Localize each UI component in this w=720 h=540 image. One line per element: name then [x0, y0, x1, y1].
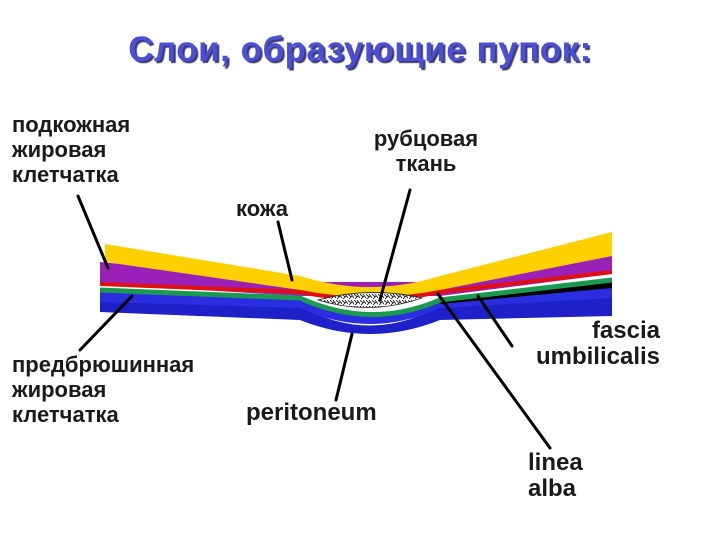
- label-linea-alba: linea alba: [528, 449, 583, 502]
- pointer-skin: [276, 220, 294, 282]
- preperitoneal-line: [99, 277, 613, 317]
- label-scar-tissue: рубцовая ткань: [373, 126, 479, 176]
- pointer-scar: [378, 188, 412, 302]
- label-subcutaneous-fat: подкожная жировая клетчатка: [12, 112, 131, 187]
- skin-layer: [105, 232, 612, 297]
- subcutaneous-fat-layer: [100, 250, 612, 296]
- pointer-linea-alba: [436, 292, 552, 450]
- pointer-fascia: [476, 294, 514, 348]
- label-peritoneum: peritoneum: [246, 399, 377, 426]
- pointer-peritoneum: [334, 332, 354, 402]
- label-fascia-umbilicalis: fascia umbilicalis: [535, 317, 660, 370]
- scar-tissue: [316, 292, 424, 308]
- pointer-subcutaneous-fat: [76, 194, 110, 270]
- pointer-preperitoneal-fat: [78, 294, 134, 352]
- label-preperitoneal-fat: предбрюшинная жировая клетчатка: [12, 352, 195, 427]
- slide-title: Слои, образующие пупок:: [128, 30, 592, 69]
- label-skin: кожа: [236, 196, 288, 221]
